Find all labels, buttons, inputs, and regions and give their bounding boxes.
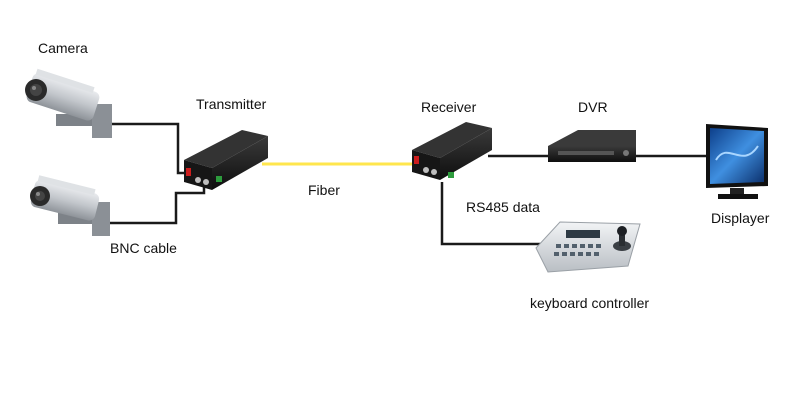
receiver-label: Receiver	[421, 99, 477, 115]
receiver-device	[412, 122, 492, 180]
fiber-label: Fiber	[308, 182, 340, 198]
bnc-cable-label: BNC cable	[110, 240, 177, 256]
bnc-cable-line-1	[100, 122, 192, 175]
dvr-device	[548, 130, 636, 162]
displayer-label: Displayer	[711, 210, 770, 226]
camera-1	[25, 68, 112, 138]
transmitter-label: Transmitter	[196, 96, 267, 112]
rs485-cable-line	[440, 182, 542, 246]
keyboard-controller-device	[535, 221, 641, 273]
dvr-label: DVR	[578, 99, 608, 115]
keyboard-controller-label: keyboard controller	[530, 295, 650, 311]
rs485-data-label: RS485 data	[466, 199, 540, 215]
bnc-cable-line-2	[100, 186, 206, 225]
transmitter-device	[184, 130, 268, 190]
camera-2	[30, 175, 110, 236]
monitor-device	[706, 124, 768, 199]
camera-label: Camera	[38, 40, 88, 56]
